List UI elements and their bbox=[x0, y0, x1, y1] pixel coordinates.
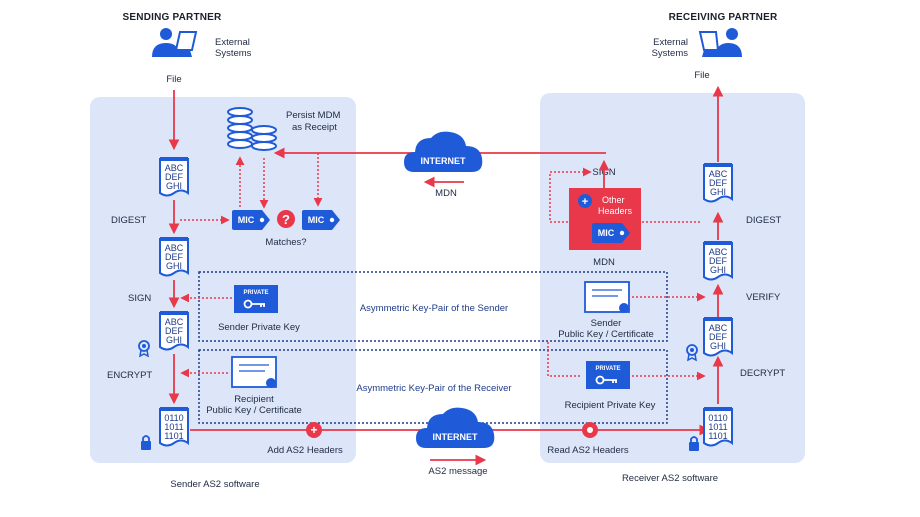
persist-line1: Persist MDM bbox=[286, 110, 340, 121]
svg-text:DEF: DEF bbox=[709, 332, 728, 342]
internet-cloud-bottom: INTERNET bbox=[416, 407, 495, 448]
svg-text:DEF: DEF bbox=[165, 172, 184, 182]
svg-text:ABC: ABC bbox=[165, 317, 184, 327]
svg-text:INTERNET: INTERNET bbox=[433, 432, 479, 442]
internet-cloud-top: INTERNET bbox=[404, 131, 483, 172]
svg-text:GHI: GHI bbox=[166, 261, 182, 271]
svg-text:+: + bbox=[582, 196, 588, 208]
svg-text:INTERNET: INTERNET bbox=[421, 156, 467, 166]
svg-text:DEF: DEF bbox=[165, 252, 184, 262]
receiver-decrypt-label: DECRYPT bbox=[740, 368, 785, 379]
mdn-box: + Other Headers MIC bbox=[569, 188, 641, 250]
svg-text:PRIVATE: PRIVATE bbox=[595, 366, 620, 372]
svg-text:1011: 1011 bbox=[708, 422, 727, 432]
recipient-certificate-icon bbox=[231, 356, 277, 388]
receiver-doc-decrypt: ABC DEF GHI bbox=[702, 317, 734, 358]
add-headers-icon: + bbox=[306, 422, 322, 438]
sender-software-label: Sender AS2 software bbox=[170, 479, 259, 490]
receiver-key-pair-box bbox=[198, 349, 668, 424]
svg-text:ABC: ABC bbox=[709, 323, 728, 333]
svg-text:ABC: ABC bbox=[165, 243, 184, 253]
receiver-software-label: Receiver AS2 software bbox=[622, 473, 718, 484]
question-icon: ? bbox=[277, 210, 295, 228]
svg-text:GHI: GHI bbox=[166, 335, 182, 345]
receiver-doc-verify: ABC DEF GHI bbox=[702, 241, 734, 282]
svg-text:0110: 0110 bbox=[164, 413, 183, 423]
svg-text:+: + bbox=[310, 423, 317, 437]
add-headers-label: Add AS2 Headers bbox=[267, 445, 343, 456]
svg-text:GHI: GHI bbox=[166, 181, 182, 191]
svg-text:ABC: ABC bbox=[165, 163, 184, 173]
svg-text:ABC: ABC bbox=[709, 247, 728, 257]
sender-doc-digest: ABC DEF GHI bbox=[158, 157, 190, 198]
svg-text:GHI: GHI bbox=[710, 341, 726, 351]
mdn-label: MDN bbox=[435, 188, 457, 199]
sender-encrypt-label: ENCRYPT bbox=[107, 370, 152, 381]
svg-text:DEF: DEF bbox=[165, 326, 184, 336]
sender-sign-label: SIGN bbox=[128, 293, 151, 304]
svg-text:1011: 1011 bbox=[164, 422, 183, 432]
read-headers-icon bbox=[582, 422, 598, 438]
svg-text:MIC: MIC bbox=[238, 215, 255, 225]
svg-text:GHI: GHI bbox=[710, 265, 726, 275]
sender-certificate-icon bbox=[584, 281, 630, 313]
sender-private-key-icon: PRIVATE bbox=[234, 285, 278, 313]
recipient-line2: Public Key / Certificate bbox=[206, 405, 302, 416]
svg-text:Other: Other bbox=[602, 195, 625, 205]
svg-text:0110: 0110 bbox=[708, 413, 727, 423]
recipient-line1: Recipient bbox=[234, 394, 274, 405]
as2-message-label: AS2 message bbox=[428, 466, 487, 477]
sender-digest-label: DIGEST bbox=[111, 215, 147, 226]
sender-private-key-label: Sender Private Key bbox=[218, 322, 300, 333]
svg-text:Headers: Headers bbox=[598, 206, 633, 216]
read-headers-label: Read AS2 Headers bbox=[547, 445, 629, 456]
sender-doc-sign: ABC DEF GHI bbox=[158, 237, 190, 278]
sender-mic-tag: MIC bbox=[232, 210, 270, 230]
sender-pub-line2: Public Key / Certificate bbox=[558, 329, 654, 340]
sender-key-pair-label: Asymmetric Key-Pair of the Sender bbox=[360, 303, 508, 314]
svg-text:1101: 1101 bbox=[708, 431, 727, 441]
svg-text:MIC: MIC bbox=[308, 215, 325, 225]
svg-text:?: ? bbox=[282, 212, 290, 227]
received-mic-tag: MIC bbox=[302, 210, 340, 230]
receiver-doc-binary: 0110 1011 1101 bbox=[702, 407, 734, 448]
recipient-private-key-label: Recipient Private Key bbox=[565, 400, 656, 411]
sender-key-pair-box bbox=[198, 271, 668, 342]
svg-text:DEF: DEF bbox=[709, 178, 728, 188]
matches-label: Matches? bbox=[265, 237, 306, 248]
recipient-private-key-icon: PRIVATE bbox=[586, 361, 630, 389]
mdn-box-label: MDN bbox=[593, 257, 615, 268]
receiver-person-icon bbox=[698, 28, 742, 57]
receiver-digest-label: DIGEST bbox=[746, 215, 782, 226]
sender-doc-binary: 0110 1011 1101 bbox=[158, 407, 190, 448]
receiver-key-pair-label: Asymmetric Key-Pair of the Receiver bbox=[356, 383, 511, 394]
sender-external-line2: Systems bbox=[215, 48, 252, 59]
svg-text:1101: 1101 bbox=[164, 431, 183, 441]
receiver-verify-label: VERIFY bbox=[746, 292, 781, 303]
svg-text:GHI: GHI bbox=[710, 187, 726, 197]
svg-text:MIC: MIC bbox=[598, 228, 615, 238]
receiver-external-line2: Systems bbox=[652, 48, 689, 59]
receiving-partner-title: RECEIVING PARTNER bbox=[669, 12, 778, 23]
receiver-file-label: File bbox=[694, 70, 709, 81]
svg-text:ABC: ABC bbox=[709, 169, 728, 179]
receiver-external-line1: External bbox=[653, 37, 688, 48]
sender-file-label: File bbox=[166, 74, 181, 85]
sender-pub-line1: Sender bbox=[591, 318, 622, 329]
sending-partner-title: SENDING PARTNER bbox=[123, 12, 223, 23]
receiver-doc-digest: ABC DEF GHI bbox=[702, 163, 734, 204]
sender-panel bbox=[90, 97, 356, 463]
persist-line2: as Receipt bbox=[292, 122, 337, 133]
svg-text:PRIVATE: PRIVATE bbox=[243, 290, 268, 296]
sender-person-icon bbox=[152, 28, 198, 57]
sender-external-line1: External bbox=[215, 37, 250, 48]
svg-text:DEF: DEF bbox=[709, 256, 728, 266]
sender-doc-encrypt: ABC DEF GHI bbox=[158, 311, 190, 352]
